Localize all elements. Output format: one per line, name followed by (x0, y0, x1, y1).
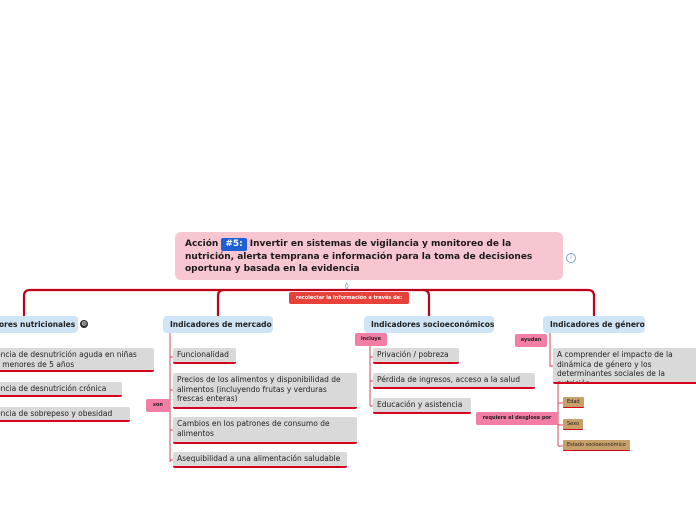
leaf-nutri-3[interactable]: encia de sobrepeso y obesidad (0, 407, 130, 422)
category-title: Indicadores de género (550, 320, 645, 329)
globe-icon: ◍ (80, 320, 88, 328)
category-title: Indicadores de mercado (170, 320, 272, 329)
leaf-mercado-2[interactable]: Precios de los alimentos y disponibilida… (173, 373, 357, 409)
breakdown-edad[interactable]: Edad (563, 397, 584, 408)
action-tag: #5: (221, 238, 247, 251)
category-mercado[interactable]: Indicadores de mercado (163, 316, 273, 333)
category-socioeconomicos[interactable]: Indicadores socioeconómicos (364, 316, 494, 333)
category-title: ores nutricionales (0, 320, 76, 329)
root-node[interactable]: Acción#5:Invertir en sistemas de vigilan… (175, 232, 563, 280)
breakdown-estado[interactable]: Estado socioeconómico (563, 440, 630, 451)
category-nutricionales[interactable]: ores nutricionales (0, 316, 78, 333)
bus-socio (421, 288, 431, 318)
info-icon[interactable]: i (566, 253, 576, 263)
link-label-incluye[interactable]: incluye (355, 333, 387, 346)
leaf-socio-1[interactable]: Privación / pobreza (373, 348, 459, 364)
leaf-socio-3[interactable]: Educación y asistencia (373, 398, 471, 414)
leaf-mercado-1[interactable]: Funcionalidad (173, 348, 236, 364)
leaf-socio-2[interactable]: Pérdida de ingresos, acceso a la salud (373, 373, 535, 389)
bus-mercado (216, 288, 226, 318)
caret-icon[interactable]: ◊ (345, 282, 349, 290)
leaf-nutri-1[interactable]: encia de desnutrición aguda en niñas s m… (0, 348, 154, 372)
link-label-ayudan[interactable]: ayudan (515, 334, 547, 347)
link-label-son[interactable]: son (146, 399, 170, 412)
link-label-desglose[interactable]: requiere el desglose por (476, 412, 558, 425)
leaf-nutri-2[interactable]: encia de desnutrición crónica (0, 382, 122, 397)
root-text: Invertir en sistemas de vigilancia y mon… (185, 239, 533, 274)
main-bus (22, 288, 596, 318)
category-title: Indicadores socioeconómicos (371, 320, 494, 329)
breakdown-sexo[interactable]: Sexo (563, 419, 584, 430)
leaf-genero[interactable]: A comprender el impacto de la dinámica d… (553, 348, 696, 384)
leaf-mercado-3[interactable]: Cambios en los patrones de consumo de al… (173, 417, 357, 444)
root-prefix: Acción (185, 239, 219, 249)
category-genero[interactable]: Indicadores de género (543, 316, 645, 333)
connector-label[interactable]: recolectar la información a través de: (289, 292, 409, 304)
leaf-mercado-4[interactable]: Asequibilidad a una alimentación saludab… (173, 452, 347, 468)
